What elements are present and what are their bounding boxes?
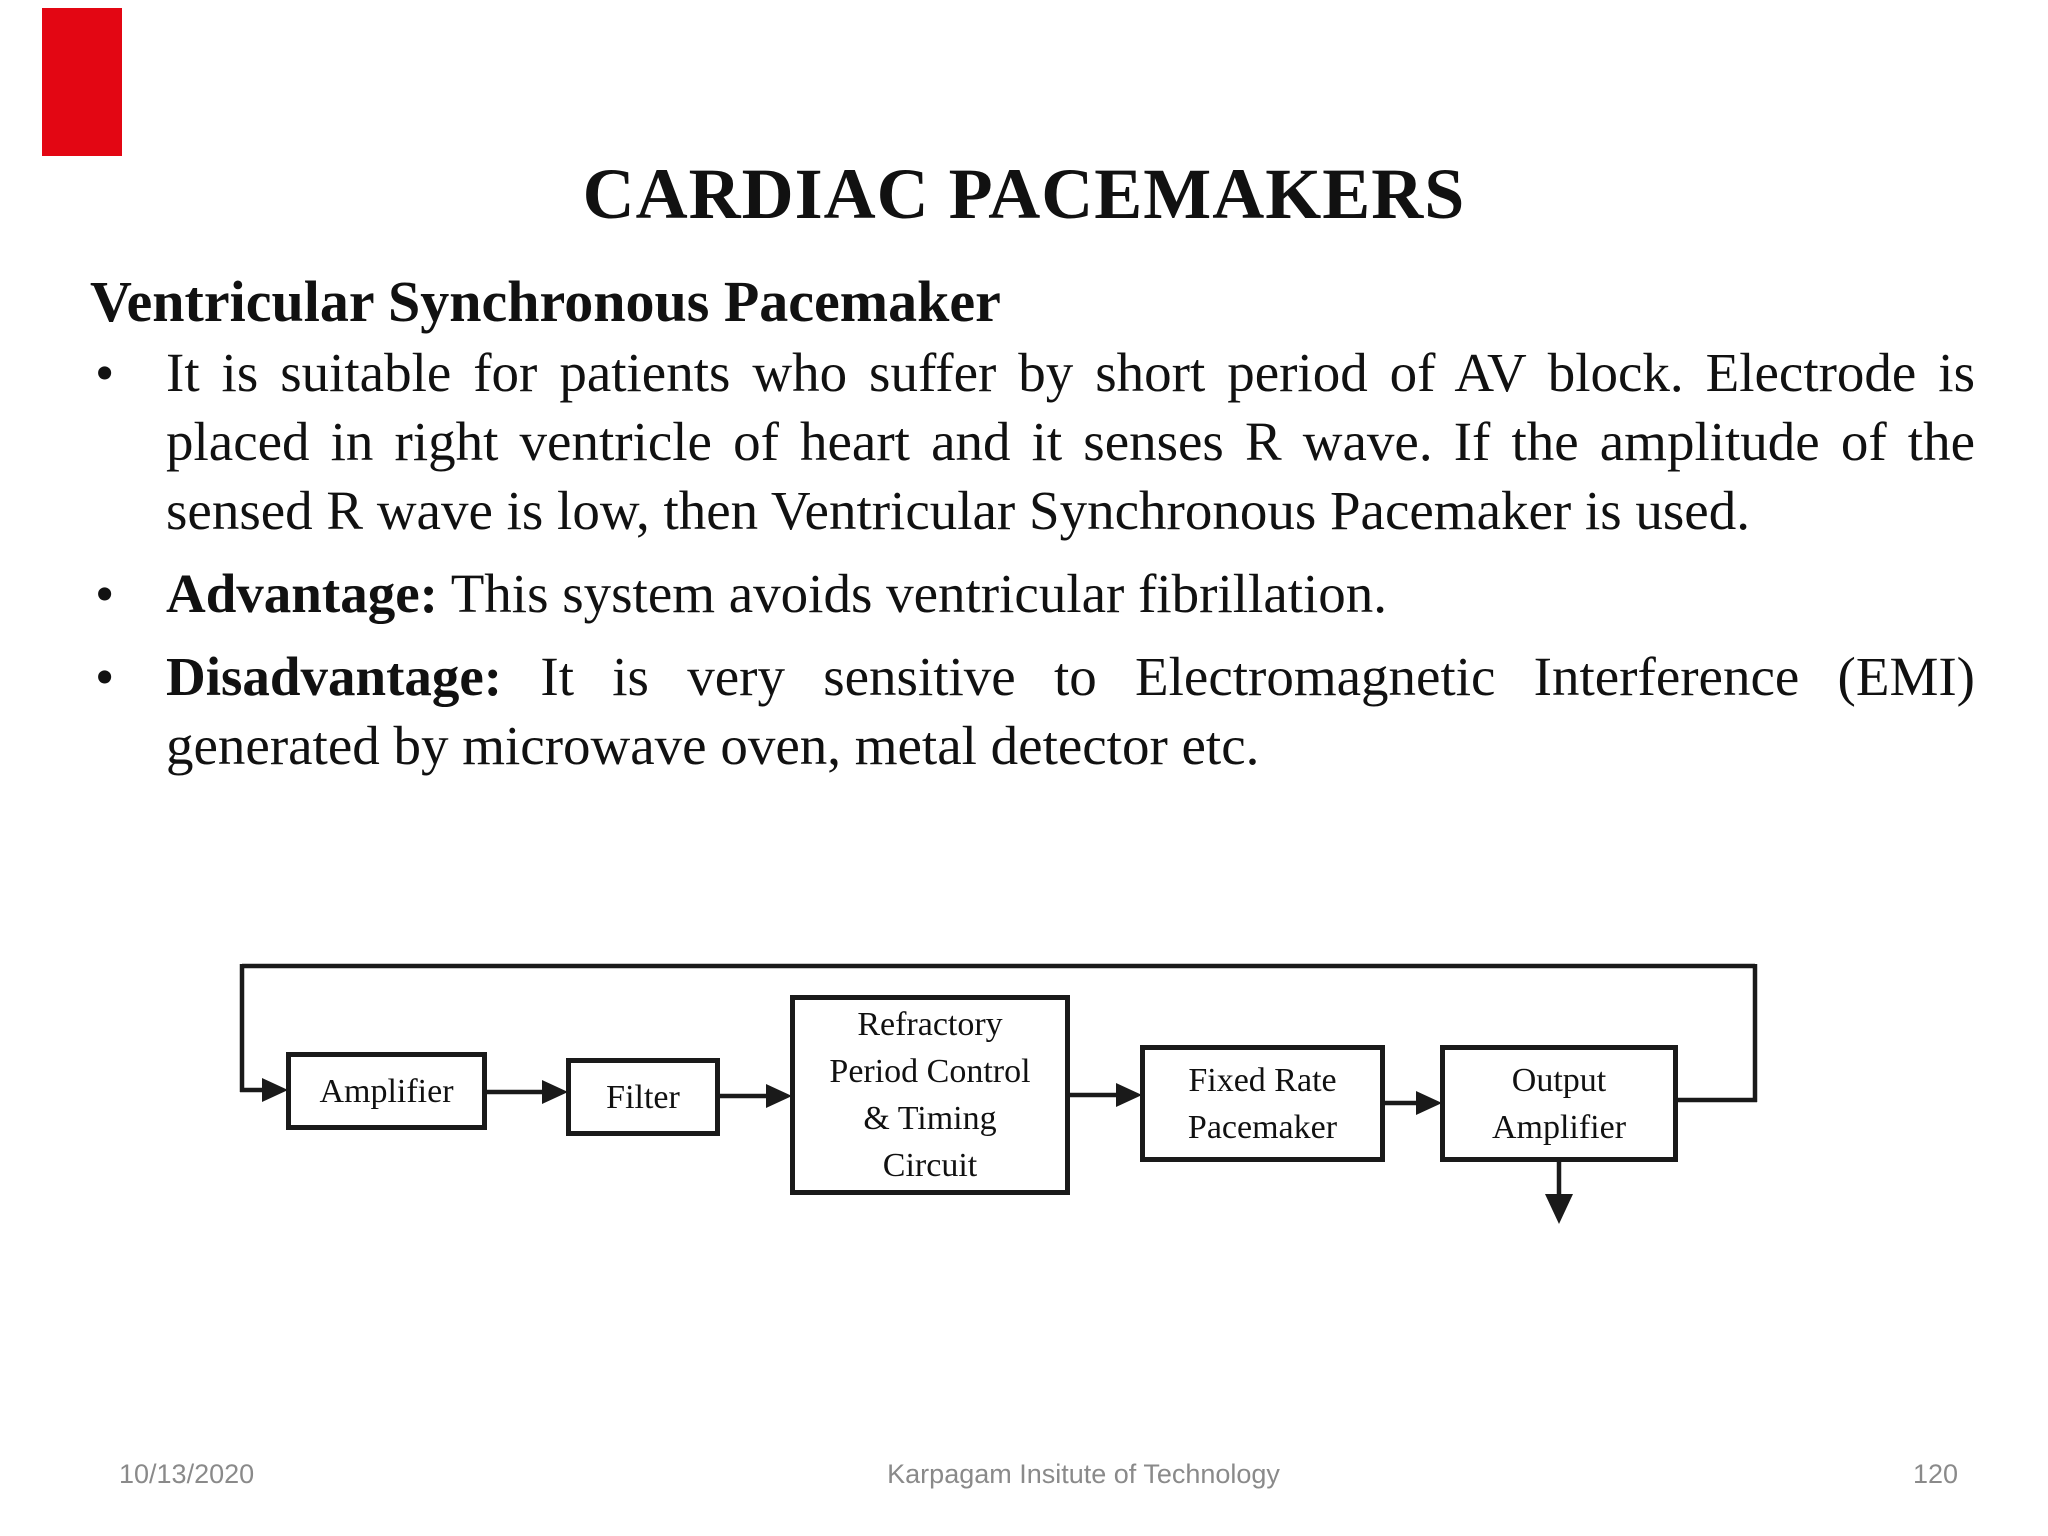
bullet-text: It is very sensitive to Electromagnetic … bbox=[166, 646, 1975, 776]
diagram-box-label-line: Period Control bbox=[829, 1053, 1031, 1090]
diagram-box-label-line: Amplifier bbox=[1491, 1108, 1627, 1146]
bullet-lead: Disadvantage: bbox=[166, 646, 503, 707]
diagram-box-label-line: Pacemaker bbox=[1187, 1108, 1338, 1146]
diagram-box-fixed-rate-pacemaker: Fixed Rate Pacemaker bbox=[1140, 1045, 1385, 1162]
bullet-item-advantage: • Advantage: This system avoids ventricu… bbox=[93, 559, 1975, 628]
bullet-item-suitability: • It is suitable for patients who suffer… bbox=[93, 338, 1975, 545]
bullet-icon: • bbox=[95, 563, 115, 624]
diagram-box-filter: Filter bbox=[566, 1058, 720, 1136]
bullet-lead: Advantage: bbox=[166, 563, 438, 624]
section-heading: Ventricular Synchronous Pacemaker bbox=[90, 269, 1001, 334]
diagram-box-label: Amplifier bbox=[319, 1072, 454, 1110]
bullet-icon: • bbox=[95, 646, 115, 707]
footer-page-number: 120 bbox=[1912, 1459, 1958, 1489]
bullet-icon: • bbox=[95, 342, 115, 403]
bullet-item-disadvantage: • Disadvantage: It is very sensitive to … bbox=[93, 642, 1975, 780]
diagram-box-label-line: Circuit bbox=[882, 1147, 978, 1184]
footer-institution: Karpagam Insitute of Technology bbox=[887, 1459, 1280, 1489]
diagram-box-label: Filter bbox=[606, 1078, 680, 1116]
slide-footer: 10/13/2020 Karpagam Insitute of Technolo… bbox=[119, 1459, 1958, 1490]
bullet-text: It is suitable for patients who suffer b… bbox=[166, 342, 1975, 541]
bullet-list: • It is suitable for patients who suffer… bbox=[93, 338, 1975, 794]
diagram-box-amplifier: Amplifier bbox=[286, 1052, 487, 1130]
footer-date: 10/13/2020 bbox=[119, 1459, 255, 1489]
diagram-box-refractory-period-control: Refractory Period Control & Timing Circu… bbox=[790, 995, 1070, 1195]
diagram-box-label-line: Output bbox=[1511, 1061, 1607, 1099]
slide-title: CARDIAC PACEMAKERS bbox=[582, 154, 1466, 234]
accent-red-bar bbox=[42, 8, 122, 156]
diagram-box-label-line: Refractory bbox=[857, 1006, 1003, 1043]
diagram-box-label-line: & Timing bbox=[863, 1100, 997, 1137]
diagram-box-output-amplifier: Output Amplifier bbox=[1440, 1045, 1678, 1162]
diagram-box-label-line: Fixed Rate bbox=[1188, 1061, 1337, 1099]
bullet-text: This system avoids ventricular fibrillat… bbox=[437, 563, 1388, 624]
